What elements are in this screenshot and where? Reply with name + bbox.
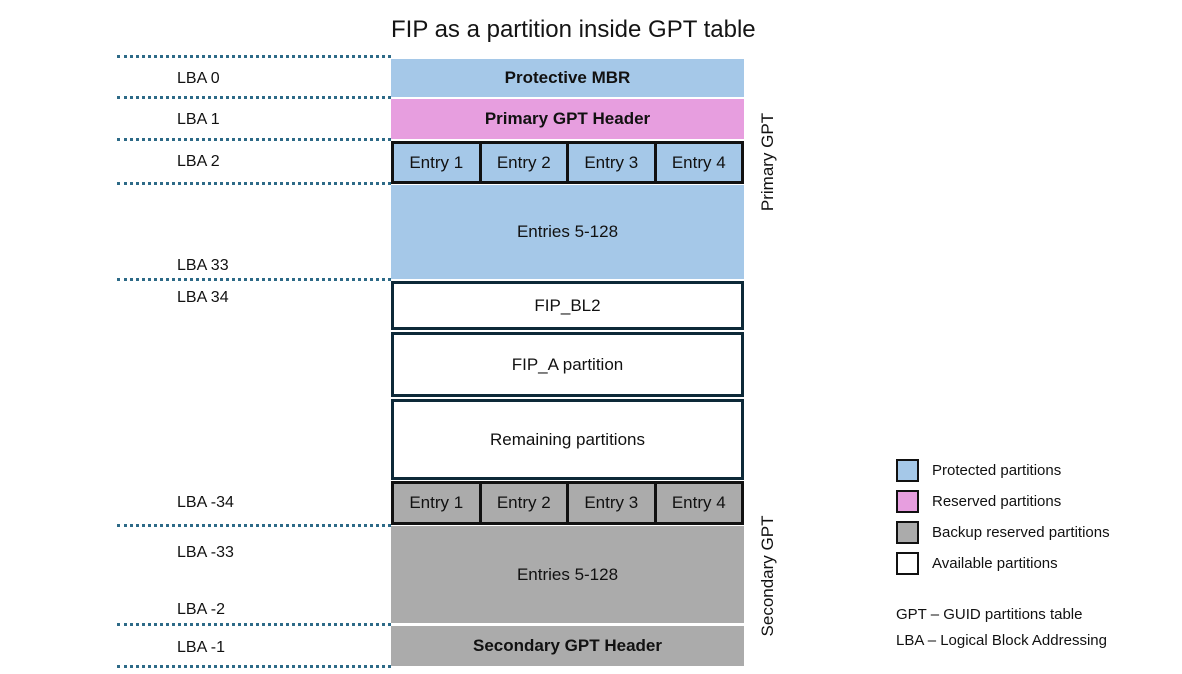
dotted-line (117, 96, 391, 99)
primary-entry-4: Entry 4 (671, 152, 726, 172)
lba-label-neg34: LBA -34 (177, 494, 234, 511)
dotted-line (117, 623, 391, 626)
lba-label-neg33: LBA -33 (177, 544, 234, 561)
dotted-line (117, 55, 391, 58)
protected-swatch-icon (896, 458, 919, 482)
legend-label: Reserved partitions (932, 492, 1062, 510)
block-secondary-gpt-header: Secondary GPT Header (391, 626, 744, 666)
block-remaining-partitions: Remaining partitions (391, 399, 744, 480)
lba-label-33: LBA 33 (177, 257, 229, 274)
backup-swatch-icon (896, 520, 919, 544)
reserved-swatch-icon (896, 489, 919, 513)
legend-label: Backup reserved partitions (932, 523, 1110, 541)
legend: Protected partitions Reserved partitions… (896, 458, 1110, 583)
primary-entry-3: Entry 3 (569, 144, 657, 181)
secondary-entry-4: Entry 4 (671, 493, 726, 512)
secondary-entry-3: Entry 3 (569, 484, 657, 522)
secondary-gpt-side-label: Secondary GPT (758, 515, 777, 637)
legend-label: Protected partitions (932, 461, 1062, 479)
legend-item-reserved: Reserved partitions (896, 489, 1110, 513)
legend-label: Available partitions (932, 554, 1058, 572)
legend-item-available: Available partitions (896, 551, 1110, 575)
primary-gpt-side-label: Primary GPT (758, 112, 777, 212)
primary-entry-1: Entry 1 (394, 144, 482, 181)
lba-label-2: LBA 2 (177, 153, 220, 170)
lba-label-1: LBA 1 (177, 111, 220, 128)
secondary-entry-2: Entry 2 (482, 484, 569, 522)
block-secondary-entries-5-128: Entries 5-128 (391, 526, 744, 623)
abbreviation-notes: GPT – GUID partitions table LBA – Logica… (896, 602, 1107, 654)
dotted-line (117, 278, 391, 281)
page-title: FIP as a partition inside GPT table (391, 16, 756, 43)
dotted-line (117, 524, 391, 527)
legend-item-backup: Backup reserved partitions (896, 520, 1110, 544)
secondary-entry-1: Entry 1 (394, 484, 482, 522)
lba-label-0: LBA 0 (177, 70, 220, 87)
primary-entry-row: Entry 1 Entry 2 Entry 3 Entry 4 (391, 141, 744, 184)
primary-entry-2: Entry 2 (482, 144, 569, 181)
block-fip-bl2: FIP_BL2 (391, 281, 744, 330)
lba-label-neg1: LBA -1 (177, 639, 226, 656)
dotted-line (117, 665, 391, 668)
block-primary-gpt-header: Primary GPT Header (391, 99, 744, 139)
note-gpt: GPT – GUID partitions table (896, 606, 1083, 623)
lba-label-34: LBA 34 (177, 289, 229, 306)
block-protective-mbr: Protective MBR (391, 59, 744, 97)
lba-label-neg2: LBA -2 (177, 601, 226, 618)
secondary-entry-row: Entry 1 Entry 2 Entry 3 Entry 4 (391, 481, 744, 525)
dotted-line (117, 138, 391, 141)
note-lba: LBA – Logical Block Addressing (896, 632, 1107, 649)
block-fip-a-partition: FIP_A partition (391, 332, 744, 397)
dotted-line (117, 182, 391, 185)
block-primary-entries-5-128: Entries 5-128 (391, 185, 744, 279)
legend-item-protected: Protected partitions (896, 458, 1110, 482)
available-swatch-icon (896, 551, 919, 575)
